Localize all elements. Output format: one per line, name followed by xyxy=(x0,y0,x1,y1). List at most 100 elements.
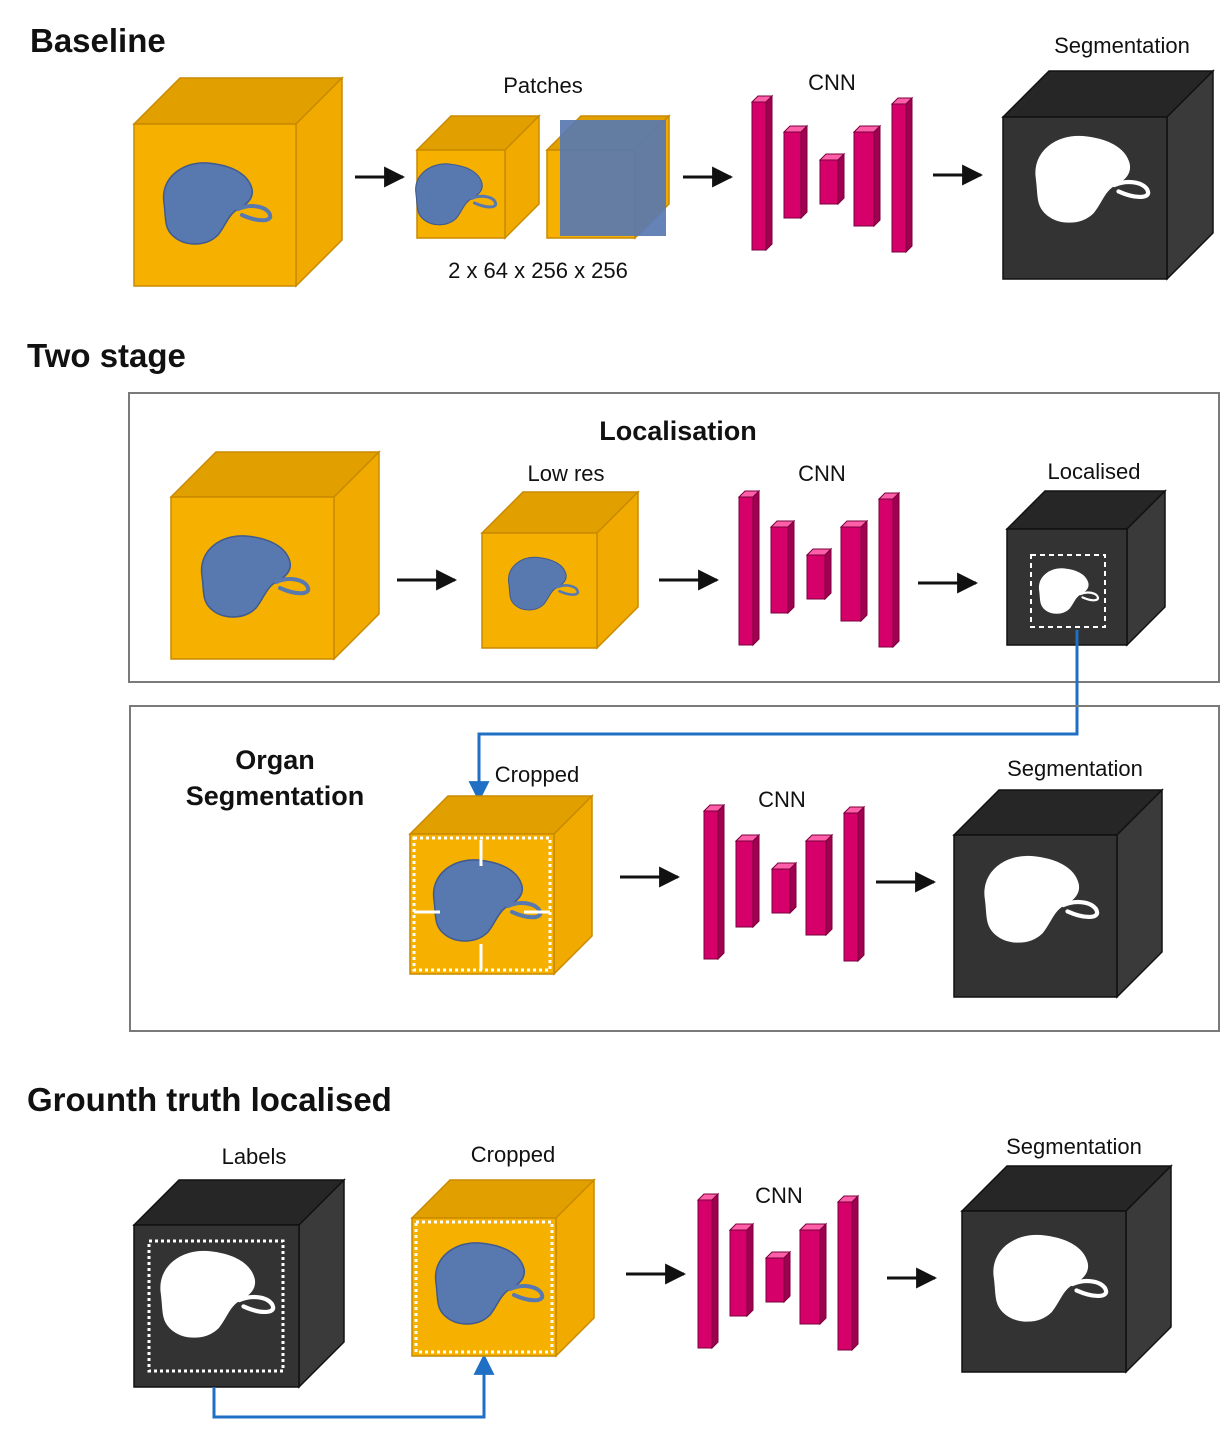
localisation-input-organ-vessel xyxy=(274,577,311,596)
localisation-cnn-layer-3 xyxy=(806,554,826,600)
localisation-lowres-organ xyxy=(508,556,580,611)
baseline-cnn-layer-5-side xyxy=(905,96,913,254)
localisation-output-organ-vessel xyxy=(1079,591,1100,602)
gt-output-mask xyxy=(960,1164,1173,1374)
baseline-output-organ-vessel xyxy=(1112,180,1151,200)
baseline-title: Baseline xyxy=(30,22,166,59)
localisation-cnn xyxy=(737,489,901,649)
gt-output-organ-shape xyxy=(993,1234,1109,1322)
baseline-patch-1-organ-vessel xyxy=(470,194,498,209)
localisation-input-organ-shape xyxy=(200,535,311,618)
baseline-patch-1-organ-shape xyxy=(415,163,498,226)
organ-output-organ-shape xyxy=(984,855,1100,943)
organ-cnn-layer-5-side xyxy=(857,805,865,963)
labels-to-crop-connector xyxy=(212,1353,495,1419)
baseline-cnn-layer-3-side xyxy=(837,152,845,206)
organ-segmentation-panel xyxy=(129,705,1220,1032)
organ-cnn xyxy=(702,803,866,963)
gt-cropped-dotted-frame xyxy=(414,1220,554,1354)
localisation-title: Localisation xyxy=(599,416,757,446)
organ-segmentation-title-1: Organ xyxy=(235,745,315,775)
gt-cropped-organ xyxy=(434,1242,545,1325)
gt-labels-mask xyxy=(132,1178,346,1389)
baseline-cnn-layer-1-side xyxy=(765,94,773,252)
baseline-cnn-layer-2-side xyxy=(800,124,808,220)
localisation-lowres-label: Low res xyxy=(527,461,604,486)
baseline-cnn-layer-5 xyxy=(891,103,907,253)
baseline-cnn-layer-2 xyxy=(783,131,802,219)
gt-cnn-layer-3-side xyxy=(783,1250,791,1304)
gt-cropped-organ-vessel xyxy=(508,1284,545,1303)
baseline-cnn-layer-4 xyxy=(853,131,875,227)
localisation-cnn-layer-2 xyxy=(770,526,789,614)
gt-cnn-layer-1-side xyxy=(711,1192,719,1350)
gt-cnn xyxy=(696,1192,860,1352)
baseline-cnn-layer-1 xyxy=(751,101,767,251)
organ-segmentation-title-2: Segmentation xyxy=(186,781,365,811)
baseline-input-organ-vessel xyxy=(236,204,273,223)
baseline-cnn-layer-4-side xyxy=(873,124,881,228)
organ-output-organ xyxy=(984,855,1100,943)
gt-cnn-layer-2-side xyxy=(746,1222,754,1318)
baseline-patch-2-organ-fill xyxy=(560,120,666,236)
organ-cnn-layer-4-side xyxy=(825,833,833,937)
localisation-cnn-layer-4 xyxy=(840,526,862,622)
gt-cnn-layer-1 xyxy=(697,1199,713,1349)
localisation-cnn-layer-5-side xyxy=(892,491,900,649)
baseline-patches-label: Patches xyxy=(503,73,583,98)
localisation-cnn-layer-1 xyxy=(738,496,754,646)
gt-cnn-layer-2 xyxy=(729,1229,748,1317)
gt-labels-organ xyxy=(160,1250,276,1338)
gt-labels-dotted-frame xyxy=(147,1239,285,1373)
gt-cnn-layer-5 xyxy=(837,1201,853,1351)
localisation-lowres-organ-vessel xyxy=(555,584,580,596)
baseline-patches-dims: 2 x 64 x 256 x 256 xyxy=(448,258,628,283)
gt-output-organ xyxy=(993,1234,1109,1322)
localisation-lowres-organ-shape xyxy=(508,556,580,611)
baseline-input-volume xyxy=(132,76,344,288)
gt-output-organ-vessel xyxy=(1070,1279,1109,1299)
baseline-input-organ-shape xyxy=(162,162,273,245)
localisation-cnn-layer-5 xyxy=(878,498,894,648)
localisation-output-organ-shape xyxy=(1039,568,1100,614)
gt-cnn-layer-5-side xyxy=(851,1194,859,1352)
baseline-patch-1-organ xyxy=(415,163,498,226)
gt-output-label: Segmentation xyxy=(1006,1134,1142,1159)
organ-cnn-layer-1-side xyxy=(717,803,725,961)
organ-cropped-patch-grid xyxy=(414,840,550,970)
gt-cnn-label: CNN xyxy=(755,1183,803,1208)
gt-labels-label: Labels xyxy=(222,1144,287,1169)
organ-output-label: Segmentation xyxy=(1007,756,1143,781)
gt-cnn-layer-4 xyxy=(799,1229,821,1325)
baseline-output-organ-shape xyxy=(1035,135,1151,223)
organ-cnn-layer-5 xyxy=(843,812,859,962)
organ-cnn-label: CNN xyxy=(758,787,806,812)
baseline-output-label: Segmentation xyxy=(1054,33,1190,58)
organ-cnn-layer-1 xyxy=(703,810,719,960)
organ-cnn-layer-4 xyxy=(805,840,827,936)
gt-cropped-organ-shape xyxy=(434,1242,545,1325)
baseline-cnn xyxy=(750,94,914,254)
organ-cnn-layer-3 xyxy=(771,868,791,914)
localisation-cnn-layer-1-side xyxy=(752,489,760,647)
organ-cnn-layer-2-side xyxy=(752,833,760,929)
gt-cnn-layer-4-side xyxy=(819,1222,827,1326)
baseline-cnn-label: CNN xyxy=(808,70,856,95)
organ-cnn-layer-3-side xyxy=(789,861,797,915)
two-stage-title: Two stage xyxy=(27,337,186,374)
organ-output-organ-vessel xyxy=(1061,900,1100,920)
organ-cnn-layer-2 xyxy=(735,840,754,928)
gt-title: Grounth truth localised xyxy=(27,1081,392,1118)
localisation-cnn-layer-4-side xyxy=(860,519,868,623)
baseline-output-organ xyxy=(1035,135,1151,223)
baseline-input-organ xyxy=(162,162,273,245)
localisation-bounding-box xyxy=(1030,554,1106,628)
gt-cnn-layer-3 xyxy=(765,1257,785,1303)
localisation-panel xyxy=(128,392,1220,683)
localisation-output-label: Localised xyxy=(1048,459,1141,484)
baseline-cnn-layer-3 xyxy=(819,159,839,205)
localisation-to-crop-connector xyxy=(468,630,1079,803)
gt-labels-organ-vessel xyxy=(237,1295,276,1315)
gt-cropped-label: Cropped xyxy=(471,1142,555,1167)
